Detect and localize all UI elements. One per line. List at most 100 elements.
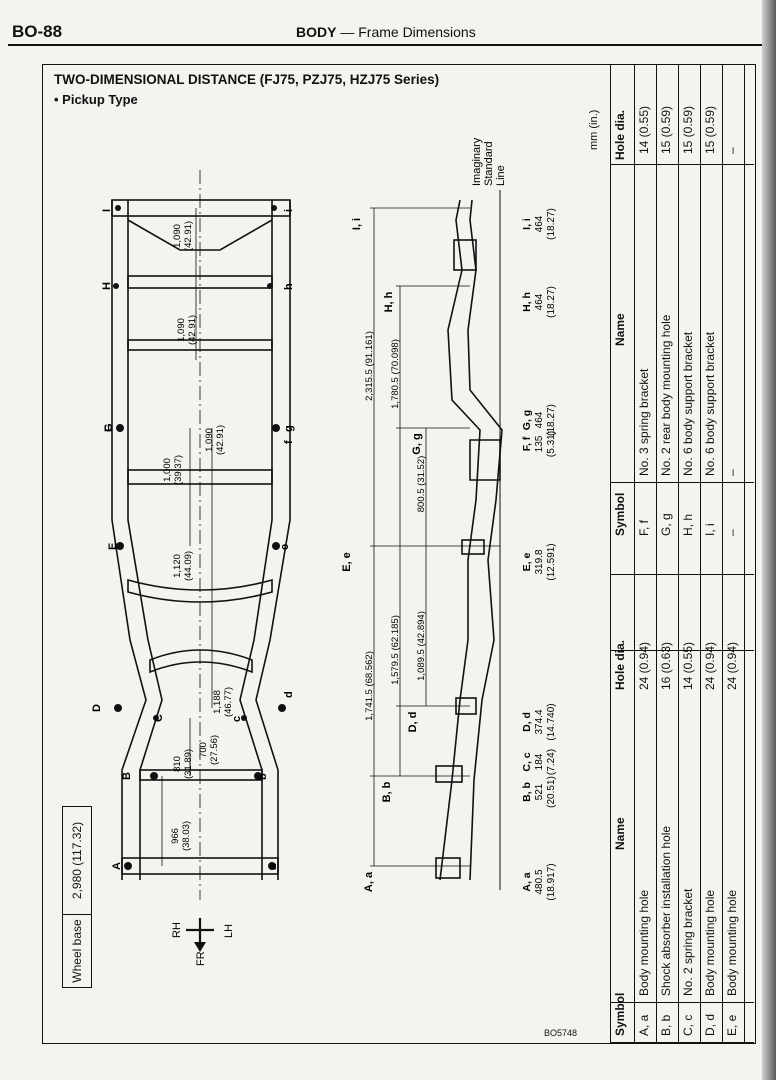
fr-label: FR	[195, 951, 207, 966]
side-dimension-lines	[370, 207, 500, 867]
table-column-rule	[656, 64, 657, 1042]
height-mm: 521	[534, 783, 545, 800]
height-mm: 319.8	[534, 549, 545, 574]
point-a	[268, 862, 276, 870]
table-a-cell-name: Shock absorber installation hole	[659, 825, 673, 996]
point-c	[241, 715, 247, 721]
table-row-rule	[610, 1042, 754, 1043]
crossmember-rear	[111, 199, 291, 217]
figure-code: BO5748	[544, 1028, 578, 1038]
figure-frame	[42, 64, 756, 1044]
plan-dim-inch: (27.56)	[209, 735, 220, 765]
height-symbol: F, f	[521, 436, 533, 451]
height-symbol: I, i	[521, 218, 533, 230]
height-mm: 135	[534, 435, 545, 452]
plan-label-lower-d: d	[283, 691, 295, 698]
plan-label-lower-h: h	[283, 283, 295, 290]
table-column-rule	[610, 64, 611, 1042]
table-b-cell-symbol: I, i	[703, 523, 717, 536]
side-dim-value: 1,741.5 (68.562)	[364, 651, 375, 721]
table-column-rule	[634, 64, 635, 1042]
point-I	[115, 205, 121, 211]
height-symbol: B, b	[521, 782, 533, 802]
table-a-cell-name: Body mounting hole	[725, 889, 739, 996]
side-label: G, g	[411, 433, 423, 454]
table-a-cell-symbol: D, d	[703, 1013, 717, 1036]
table-a-cell-symbol: B, b	[659, 1014, 673, 1036]
table-b-cell-name: No. 6 body support bracket	[681, 331, 695, 476]
crossmember-2	[149, 649, 253, 674]
fr-arrowhead	[194, 942, 206, 952]
table-a-cell-name: Body mounting hole	[703, 889, 717, 996]
table-b-cell-name: –	[725, 469, 739, 476]
point-E	[116, 542, 124, 550]
plan-dim-inch: (31.89)	[183, 749, 194, 779]
table-a-cell-symbol: E, e	[725, 1014, 739, 1036]
plan-dim-inch: (44.09)	[183, 551, 194, 581]
height-inch: (7.24)	[546, 749, 557, 775]
point-e	[272, 542, 280, 550]
plan-label-lower-c: c	[231, 716, 243, 722]
table-b-cell-symbol: F, f	[637, 519, 651, 536]
table-column-rule	[678, 64, 679, 1042]
header-section: BODY	[296, 24, 337, 40]
table-row-rule	[610, 164, 754, 165]
side-dim-value: 1,089.5 (42.894)	[416, 611, 427, 681]
plan-dim-value: 1,120	[172, 554, 183, 578]
table-a-header-hole-dia: Hole dia.	[613, 639, 627, 690]
plan-dim-layer: 966(38.03)810(31.89)700(27.56)1,188(46.7…	[162, 221, 234, 851]
plan-label-lower-g: g	[283, 425, 295, 432]
right-rail-outer	[255, 200, 291, 880]
units-label: mm (in.)	[588, 109, 600, 150]
side-label: A, a	[363, 871, 375, 892]
lh-label: LH	[223, 924, 235, 938]
table-column-rule	[744, 64, 745, 1042]
table-row-rule	[610, 650, 754, 651]
mounting-points	[113, 205, 286, 870]
table-b-cell-hole-dia: –	[725, 147, 739, 154]
height-symbol: E, e	[521, 553, 533, 572]
height-inch: (18.27)	[546, 208, 557, 240]
table-b-cell-name: No. 3 spring bracket	[637, 368, 651, 476]
plan-label-lower-f: f	[283, 440, 295, 444]
table-a-header-symbol: Symbol	[613, 992, 627, 1036]
table-b-cell-symbol: H, h	[681, 513, 695, 536]
point-d	[278, 704, 286, 712]
point-f	[272, 424, 280, 432]
plan-dim-inch: (42.91)	[183, 221, 194, 251]
side-dim-value: 800.5 (31.52)	[416, 456, 427, 513]
side-label: B, b	[381, 781, 393, 802]
table-row-rule	[610, 1002, 754, 1003]
side-bracket-a	[435, 857, 461, 879]
table-a-cell-hole-dia: 24 (0.94)	[637, 641, 651, 690]
plan-dim-inch: (38.03)	[181, 821, 192, 851]
height-symbol: A, a	[521, 872, 533, 891]
point-b	[254, 772, 262, 780]
header-separator: —	[340, 24, 355, 40]
table-a-cell-symbol: A, a	[637, 1014, 651, 1036]
plan-label-upper-B: B	[121, 772, 133, 780]
plan-dim-value: 1,090	[172, 224, 183, 248]
plan-dim-inch: (39.37)	[173, 455, 184, 485]
table-a-header-name: Name	[613, 817, 627, 850]
table-b-header-hole-dia: Hole dia.	[613, 109, 627, 160]
table-b-cell-name: No. 6 body support bracket	[703, 331, 717, 476]
plan-dimension-lines	[161, 208, 213, 866]
side-dim-layer: 2,315.5 (91.161)1,780.5 (70.098)1,741.5 …	[364, 331, 427, 721]
point-D	[114, 704, 122, 712]
plan-label-upper-G: G	[103, 423, 115, 432]
height-symbol: C, c	[521, 752, 533, 771]
table-b-cell-symbol: G, g	[659, 513, 673, 536]
plan-label-upper-I: I	[101, 209, 113, 212]
table-b-cell-hole-dia: 15 (0.59)	[703, 105, 717, 154]
height-inch: (12.591)	[546, 543, 557, 580]
height-symbol: H, h	[521, 292, 533, 312]
side-rail-bottom	[467, 199, 503, 881]
point-C	[153, 715, 159, 721]
point-A	[124, 862, 132, 870]
side-label: E, e	[341, 552, 353, 572]
plan-label-upper-C: C	[153, 714, 165, 722]
plan-dim-value: 1,188	[212, 690, 223, 714]
